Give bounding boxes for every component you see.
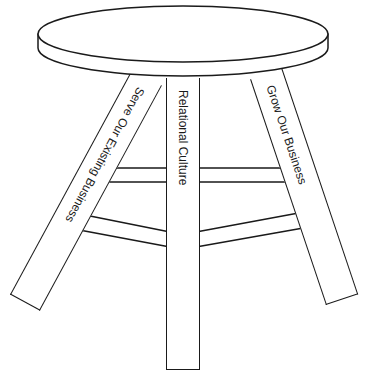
seat-top: [38, 6, 328, 62]
stool-leg: Serve Our Existing Business: [10, 69, 162, 310]
stool-leg: Relational Culture: [166, 78, 200, 370]
leg-label: Serve Our Existing Business: [64, 74, 153, 224]
lower-right-rung: [196, 212, 309, 247]
stool-leg: Grow Our Business: [250, 69, 358, 306]
leg-label: Relational Culture: [177, 78, 189, 185]
seat-rim: [38, 34, 328, 76]
